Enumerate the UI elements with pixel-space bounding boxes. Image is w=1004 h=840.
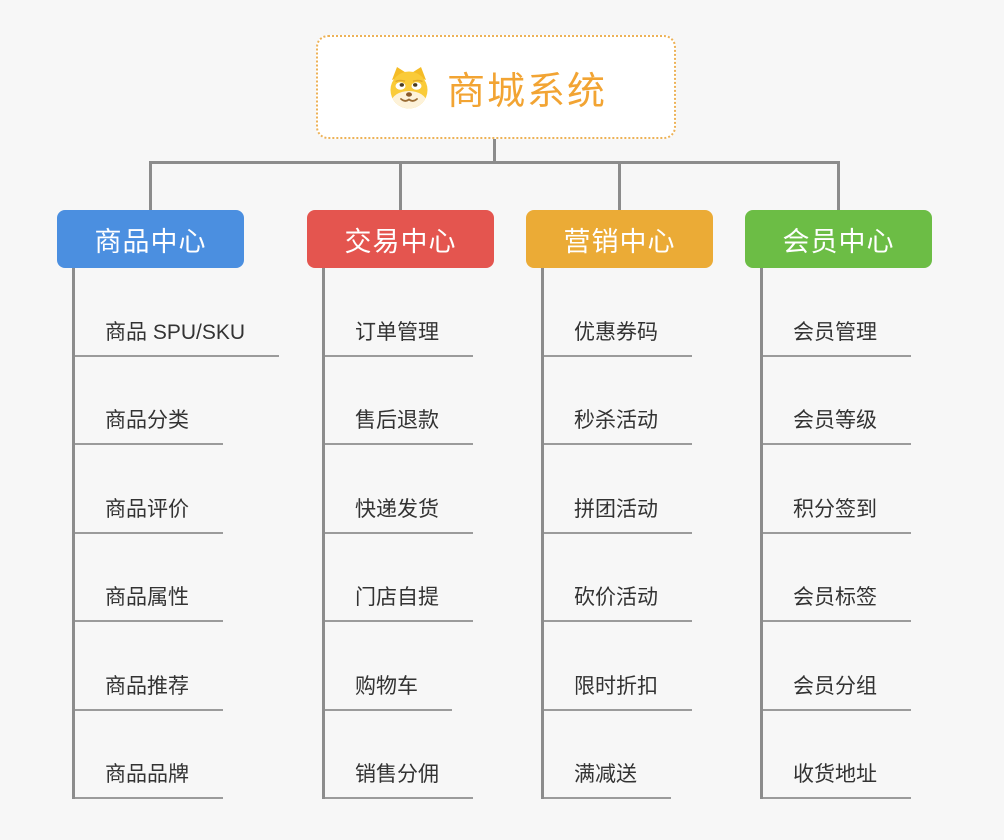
branch-connector-drop-4 <box>837 161 840 210</box>
leaf-node[interactable]: 会员分组 <box>763 673 911 711</box>
leaf-node[interactable]: 售后退款 <box>325 407 473 445</box>
leaf-node[interactable]: 门店自提 <box>325 584 473 622</box>
branch-node-trade-center[interactable]: 交易中心 <box>307 210 494 268</box>
leaf-node[interactable]: 商品推荐 <box>75 673 223 711</box>
root-connector-stub <box>493 139 496 162</box>
leaf-node[interactable]: 积分签到 <box>763 496 911 534</box>
leaf-node[interactable]: 快递发货 <box>325 496 473 534</box>
leaf-node[interactable]: 优惠券码 <box>544 319 692 357</box>
leaf-node[interactable]: 商品 SPU/SKU <box>75 319 280 357</box>
branch-connector-horizontal <box>149 161 840 164</box>
leaf-node[interactable]: 商品评价 <box>75 496 223 534</box>
branch-node-member-center[interactable]: 会员中心 <box>745 210 932 268</box>
branch-items-member-center: 会员管理 会员等级 积分签到 会员标签 会员分组 收货地址 <box>760 268 911 799</box>
root-node[interactable]: 商城系统 <box>316 35 676 139</box>
leaf-node[interactable]: 商品品牌 <box>75 761 223 799</box>
leaf-node[interactable]: 限时折扣 <box>544 673 692 711</box>
leaf-node[interactable]: 满减送 <box>544 761 671 799</box>
leaf-node[interactable]: 砍价活动 <box>544 584 692 622</box>
leaf-node[interactable]: 会员等级 <box>763 407 911 445</box>
leaf-node[interactable]: 会员标签 <box>763 584 911 622</box>
branch-node-product-center[interactable]: 商品中心 <box>57 210 244 268</box>
branch-items-product-center: 商品 SPU/SKU 商品分类 商品评价 商品属性 商品推荐 商品品牌 <box>72 268 280 799</box>
root-title: 商城系统 <box>446 70 607 113</box>
branch-items-trade-center: 订单管理 售后退款 快递发货 门店自提 购物车 销售分佣 <box>322 268 473 799</box>
branch-connector-drop-1 <box>149 161 152 210</box>
branch-connector-drop-2 <box>399 161 402 210</box>
branch-node-marketing-center[interactable]: 营销中心 <box>526 210 713 268</box>
leaf-node[interactable]: 会员管理 <box>763 319 911 357</box>
leaf-node[interactable]: 销售分佣 <box>325 761 473 799</box>
leaf-node[interactable]: 订单管理 <box>325 319 473 357</box>
dog-face-icon <box>385 63 433 111</box>
leaf-node[interactable]: 秒杀活动 <box>544 407 692 445</box>
branch-items-marketing-center: 优惠券码 秒杀活动 拼团活动 砍价活动 限时折扣 满减送 <box>541 268 692 799</box>
leaf-node[interactable]: 商品分类 <box>75 407 223 445</box>
leaf-node[interactable]: 拼团活动 <box>544 496 692 534</box>
leaf-node[interactable]: 收货地址 <box>763 761 911 799</box>
leaf-node[interactable]: 商品属性 <box>75 584 223 622</box>
leaf-node[interactable]: 购物车 <box>325 673 452 711</box>
branch-connector-drop-3 <box>618 161 621 210</box>
